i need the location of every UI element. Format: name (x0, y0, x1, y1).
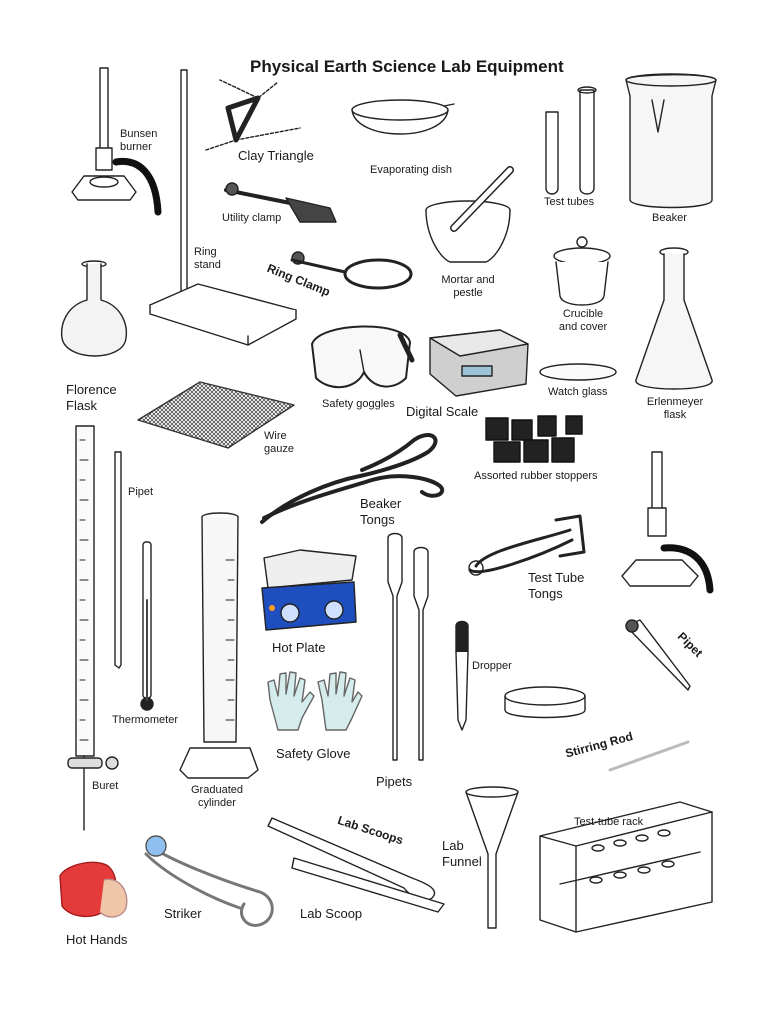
label-safety-glove: Safety Glove (276, 746, 351, 761)
pipets-icon (387, 532, 429, 761)
striker-icon (144, 835, 274, 927)
label-buret: Buret (92, 780, 119, 792)
label-test-tube-rack: Test-tube rack (574, 816, 644, 828)
label-evaporating-dish: Evaporating dish (370, 164, 452, 176)
label-clay-triangle: Clay Triangle (238, 148, 314, 163)
digital-scale-icon (429, 329, 529, 397)
beaker-tongs-icon (260, 433, 444, 524)
label-hot-hands: Hot Hands (66, 932, 128, 947)
safety-glove-icon (267, 671, 363, 731)
label-test-tubes: Test tubes (544, 196, 595, 208)
erlenmeyer-flask-icon (635, 247, 713, 390)
beaker-icon (625, 73, 717, 209)
clay-triangle-icon (205, 79, 301, 151)
label-lab-scoop: Lab Scoop (300, 906, 363, 921)
lab-scoops-icon (267, 817, 445, 913)
graduated-cylinder-icon (179, 512, 259, 779)
label-dropper: Dropper (472, 660, 512, 672)
petri-dish-icon (504, 686, 586, 719)
watch-glass-icon (539, 363, 617, 381)
thermometer-icon (140, 541, 154, 711)
label-striker: Striker (164, 906, 202, 921)
pipet-right-icon (625, 619, 691, 691)
label-hot-plate: Hot Plate (272, 640, 326, 655)
pipet-icon (114, 451, 122, 669)
utility-clamp-icon (224, 182, 337, 223)
bunsen-burner-right-icon (621, 451, 714, 594)
label-beaker: Beaker (652, 212, 687, 224)
florence-flask-icon (60, 260, 128, 357)
test-tube-tongs-icon (468, 514, 586, 576)
mortar-pestle-icon (425, 166, 514, 263)
ring-stand-icon (149, 69, 297, 346)
label-watch-glass: Watch glass (548, 386, 608, 398)
test-tubes-icon (545, 86, 597, 195)
buret-icon (67, 425, 119, 831)
ring-clamp-icon (290, 251, 413, 290)
label-safety-goggles: Safety goggles (322, 398, 395, 410)
test-tube-rack-icon (539, 801, 713, 933)
bunsen-burner-icon (71, 67, 162, 216)
label-utility-clamp: Utility clamp (222, 212, 282, 224)
page-title: Physical Earth Science Lab Equipment (250, 57, 564, 76)
label-pipet-top: Pipet (128, 486, 154, 498)
evaporating-dish-icon (351, 99, 455, 135)
label-pipets: Pipets (376, 774, 413, 789)
rubber-stoppers-icon (485, 415, 583, 463)
hot-plate-icon (261, 549, 357, 631)
crucible-icon (553, 236, 611, 306)
wire-gauze-icon (137, 381, 295, 449)
label-digital-scale: Digital Scale (406, 404, 479, 419)
hot-hands-icon (59, 861, 128, 918)
label-thermometer: Thermometer (112, 714, 179, 726)
safety-goggles-icon (311, 325, 415, 389)
label-rubber-stoppers: Assorted rubber stoppers (474, 470, 598, 482)
lab-funnel-icon (465, 786, 519, 929)
dropper-icon (455, 620, 469, 731)
stirring-rod-icon (608, 740, 690, 772)
